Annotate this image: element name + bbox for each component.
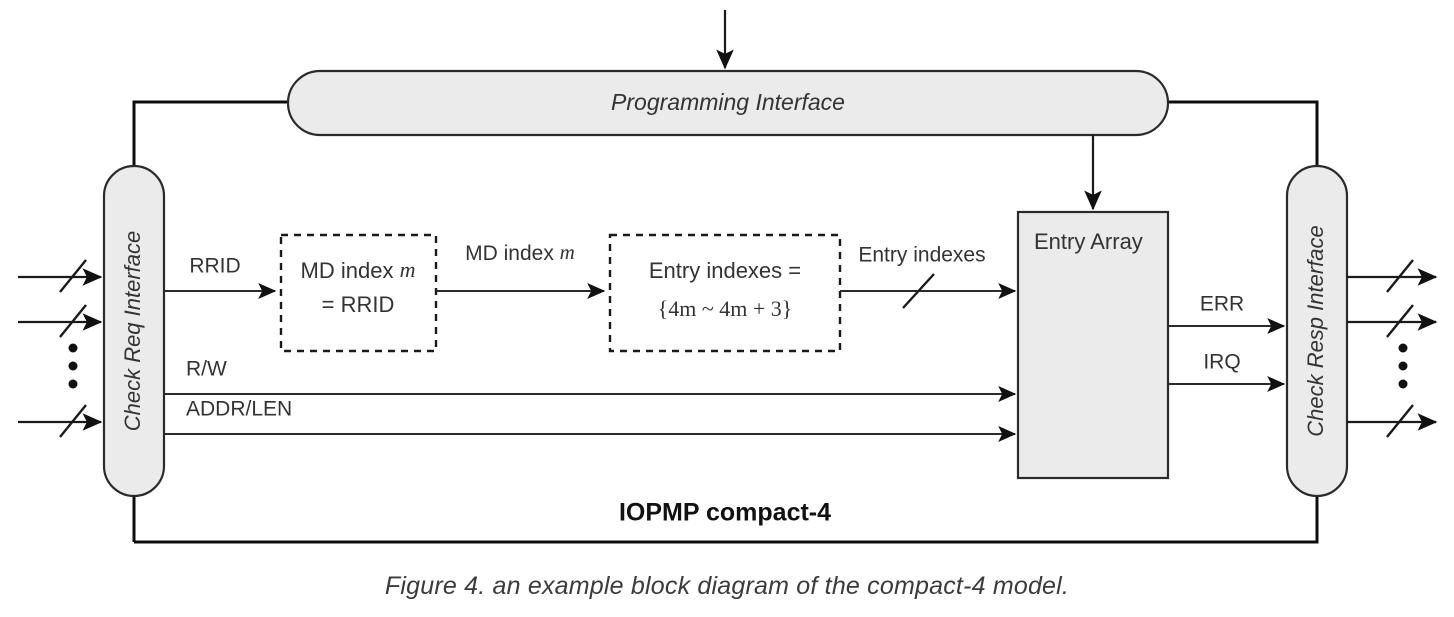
irq-signal: IRQ: [1168, 351, 1286, 392]
addr-len-label: ADDR/LEN: [186, 398, 292, 421]
err-label: ERR: [1200, 293, 1244, 316]
entry-indexes-label: Entry indexes: [858, 244, 985, 267]
programming-interface-block[interactable]: Programming Interface: [286, 69, 1170, 137]
model-title: IOPMP compact-4: [619, 499, 831, 527]
external-request-inputs: [18, 259, 103, 438]
md-index-m-signal: MD index m: [436, 240, 606, 299]
entry-indexes-line1: Entry indexes =: [649, 258, 801, 283]
addr-len-signal: ADDR/LEN: [164, 398, 1017, 442]
md-index-m-label: MD index m: [465, 240, 575, 265]
irq-label: IRQ: [1203, 351, 1240, 374]
md-index-line2: = RRID: [322, 292, 395, 317]
md-index-line1: MD index m: [301, 257, 416, 283]
md-index-box: MD index m = RRID: [279, 233, 438, 353]
check-req-interface-label: Check Req Interface: [120, 231, 145, 432]
check-resp-interface-block[interactable]: Check Resp Interface: [1285, 164, 1349, 498]
rw-signal: R/W: [164, 358, 1017, 402]
err-signal: ERR: [1168, 293, 1286, 334]
entry-indexes-line2: {4m ~ 4m + 3}: [658, 296, 793, 321]
figure-caption: Figure 4. an example block diagram of th…: [384, 572, 1070, 600]
rrid-signal: RRID: [164, 255, 277, 299]
entry-indexes-box: Entry indexes = {4m ~ 4m + 3}: [608, 233, 842, 353]
entry-array-block[interactable]: Entry Array: [1016, 210, 1170, 480]
programming-interface-label: Programming Interface: [611, 89, 845, 115]
check-req-interface-block[interactable]: Check Req Interface: [102, 164, 166, 498]
check-resp-interface-label: Check Resp Interface: [1303, 225, 1328, 437]
rrid-label: RRID: [189, 255, 240, 278]
entry-indexes-signal: Entry indexes: [840, 244, 1017, 309]
external-response-outputs: [1347, 259, 1438, 438]
entry-array-label: Entry Array: [1034, 229, 1143, 254]
rw-label: R/W: [186, 358, 227, 381]
